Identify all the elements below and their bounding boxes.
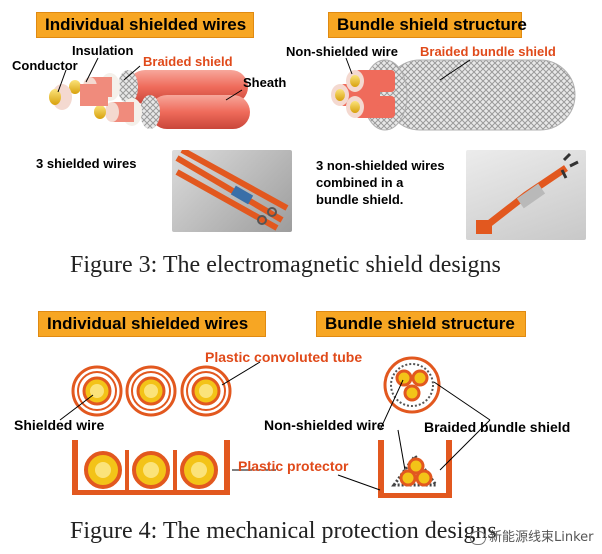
bundle-tube bbox=[383, 356, 441, 414]
fig4-tag-individual: Individual shielded wires bbox=[38, 311, 266, 337]
leader-braided-bundle bbox=[439, 59, 471, 81]
leader-insulation bbox=[85, 57, 99, 83]
fig4-leader-lines bbox=[59, 361, 491, 491]
fig3-tag-individual: Individual shielded wires bbox=[36, 12, 254, 38]
plastic-protector-individual bbox=[72, 440, 230, 495]
fig3-tag-bundle: Bundle shield structure bbox=[328, 12, 527, 38]
photo-bundle-shield bbox=[466, 150, 586, 240]
label-three-shielded-wires: 3 shielded wires bbox=[36, 156, 137, 171]
label-three-non-shielded-line3: bundle shield. bbox=[316, 192, 404, 207]
leader-braided-shield bbox=[123, 65, 141, 81]
shielded-wire-front bbox=[49, 84, 108, 110]
label-three-non-shielded-line1: 3 non-shielded wires bbox=[316, 158, 445, 173]
photo-shielded-wires bbox=[172, 150, 292, 232]
watermark: 新能源线束Linker bbox=[470, 526, 594, 545]
convoluted-tubes bbox=[71, 365, 232, 417]
label-plastic-protector: Plastic protector bbox=[238, 458, 349, 474]
label-plastic-convoluted-tube: Plastic convoluted tube bbox=[205, 349, 363, 365]
label-conductor: Conductor bbox=[12, 58, 78, 73]
leader-non-shielded bbox=[345, 57, 353, 75]
label-sheath: Sheath bbox=[243, 75, 287, 90]
shielded-wire-middle bbox=[94, 95, 250, 129]
wechat-icon bbox=[470, 530, 486, 545]
fig4-tag-bundle: Bundle shield structure bbox=[316, 311, 526, 337]
figure4-caption: Figure 4: The mechanical protection desi… bbox=[70, 518, 497, 544]
plastic-protector-bundle bbox=[378, 440, 452, 498]
label-non-shielded-wire: Non-shielded wire bbox=[286, 44, 398, 59]
bundle-shield-drawing bbox=[331, 59, 576, 131]
leader-conductor bbox=[57, 69, 67, 93]
label-braided-bundle-shield: Braided bundle shield bbox=[420, 44, 556, 59]
label-shielded-wire: Shielded wire bbox=[14, 417, 105, 433]
label-insulation: Insulation bbox=[72, 43, 134, 58]
figure3-caption: Figure 3: The electromagnetic shield des… bbox=[70, 252, 501, 278]
label-three-non-shielded-line2: combined in a bbox=[316, 175, 404, 190]
watermark-text: 新能源线束Linker bbox=[489, 530, 594, 545]
label-braided-shield: Braided shield bbox=[143, 54, 233, 69]
leader-sheath bbox=[225, 89, 243, 101]
label-non-shielded-wire-fig4: Non-shielded wire bbox=[264, 417, 385, 433]
label-braided-bundle-shield-fig4: Braided bundle shield bbox=[424, 419, 571, 435]
